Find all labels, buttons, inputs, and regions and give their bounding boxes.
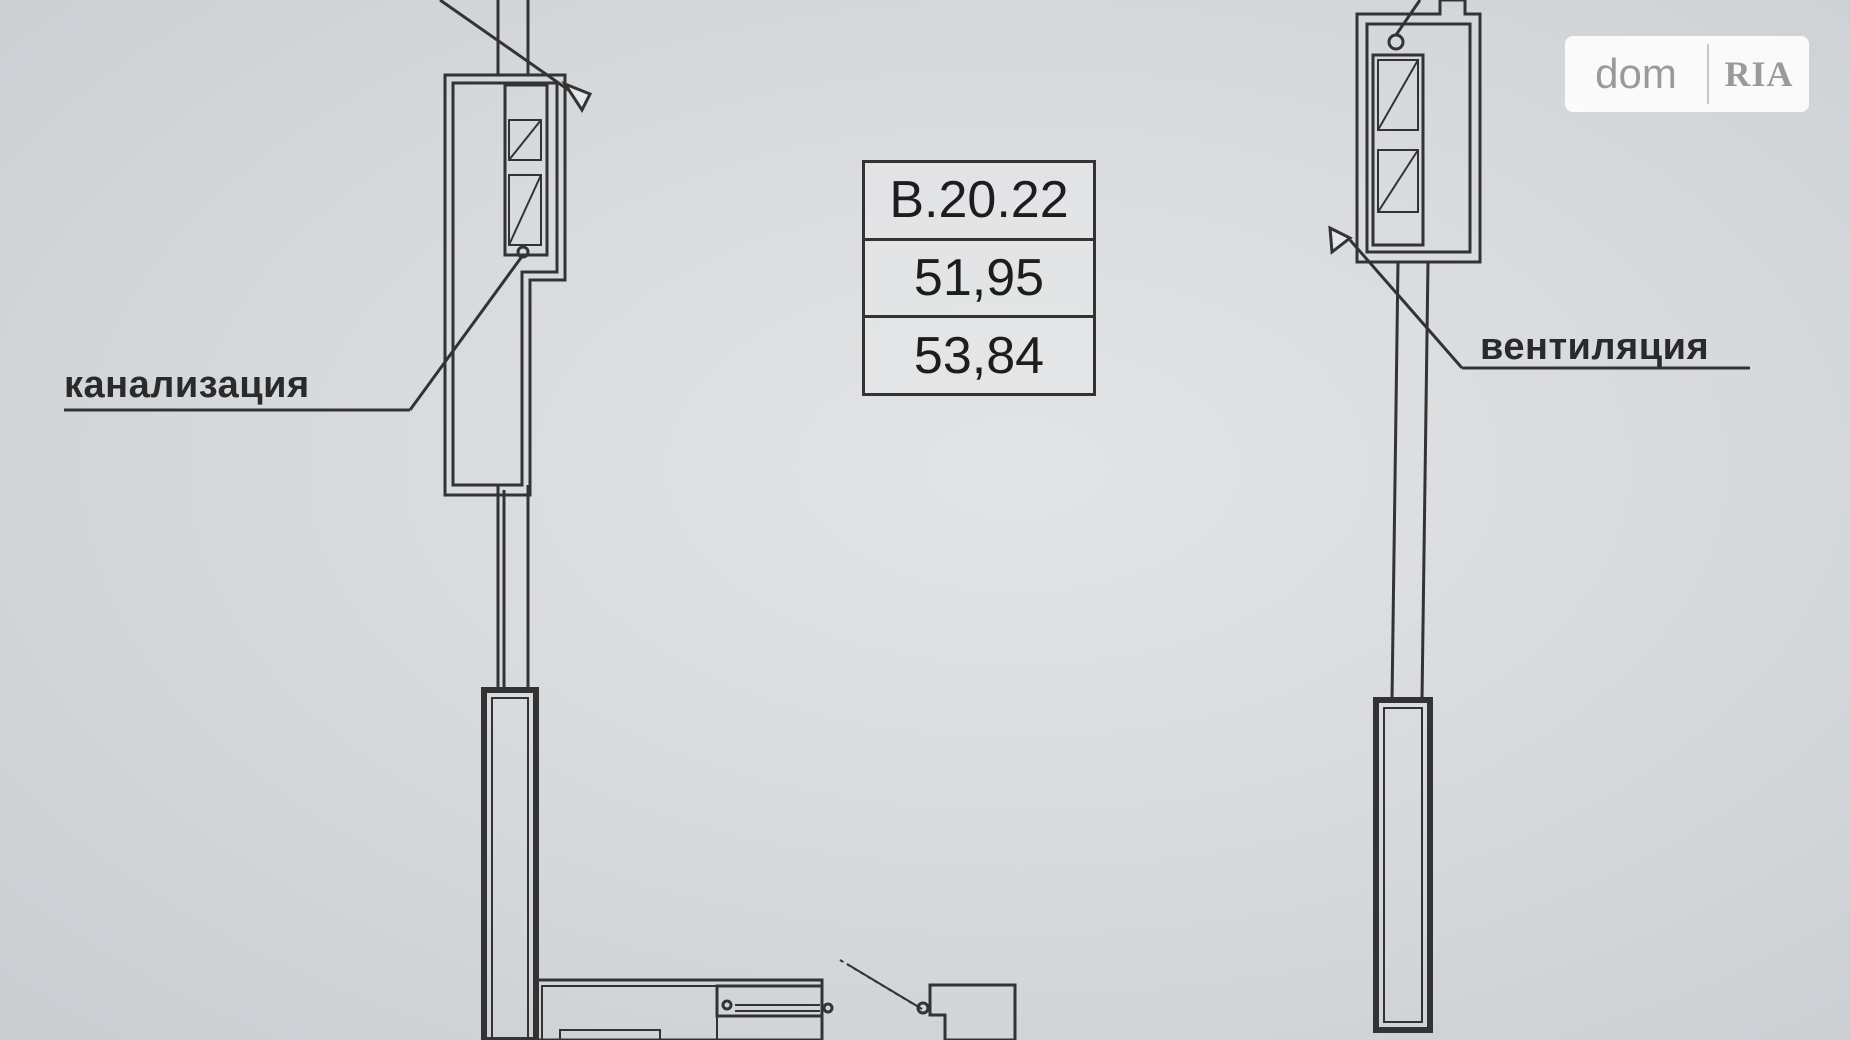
room-area-1: 51,95 [865, 237, 1093, 316]
door-swing [839, 959, 1017, 1040]
left-sewer-shaft [443, 73, 567, 497]
watermark-brand-left: dom [1595, 50, 1677, 97]
bottom-balcony [534, 978, 834, 1040]
watermark-brand-right: RIA [1724, 54, 1794, 94]
right-window [1373, 697, 1433, 1033]
room-code: В.20.22 [889, 171, 1069, 230]
ventilation-leader [1328, 225, 1750, 370]
left-wall [496, 0, 530, 690]
left-upper-leader [439, 0, 593, 114]
watermark-divider [1707, 44, 1709, 104]
right-wall [1390, 261, 1430, 701]
right-ventilation-shaft [1355, 0, 1482, 264]
sewer-label: канализация [64, 364, 310, 406]
left-window [481, 687, 539, 1040]
room-area-2: 53,84 [865, 315, 1093, 393]
room-area-tag: В.20.22 51,95 53,84 [862, 160, 1096, 396]
sewer-leader [64, 254, 525, 412]
dom-ria-watermark: dom RIA [1565, 36, 1809, 112]
ventilation-label: вентиляция [1480, 326, 1710, 368]
